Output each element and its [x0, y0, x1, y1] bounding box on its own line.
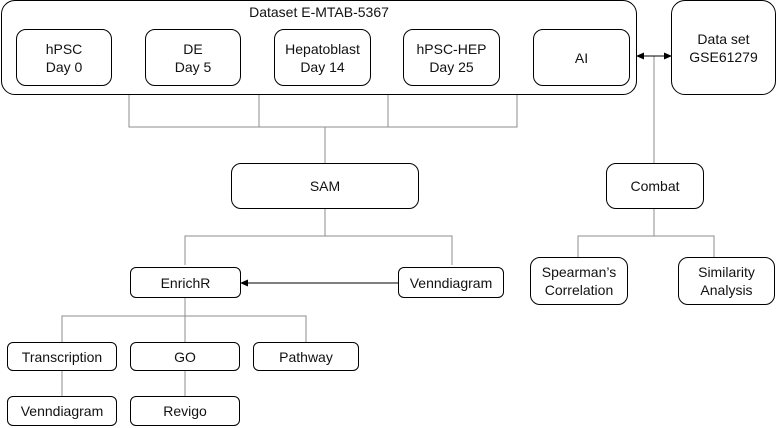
go-box: GO	[130, 342, 240, 371]
stage-ai-box: AI	[533, 29, 630, 86]
stage-hepatoblast-box: Hepatoblast Day 14	[274, 29, 371, 86]
stage-hpsc-hep-box: hPSC-HEP Day 25	[403, 29, 500, 86]
stage-de-box: DE Day 5	[145, 29, 241, 86]
transcription-box: Transcription	[7, 342, 117, 371]
enrichr-box: EnrichR	[130, 267, 241, 298]
stage-to-sam-connector	[128, 66, 518, 128]
sam-box: SAM	[231, 163, 419, 209]
dataset-group-title: Dataset E-MTAB-5367	[249, 4, 389, 20]
sam-split-connector	[184, 209, 453, 265]
combat-split-connector	[577, 209, 715, 257]
stage-hpsc-box: hPSC Day 0	[16, 29, 112, 86]
external-dataset-box: Data set GSE61279	[671, 0, 776, 95]
revigo-box: Revigo	[130, 396, 240, 426]
similarity-analysis-box: Similarity Analysis	[678, 257, 775, 305]
spearman-correlation-box: Spearman’s Correlation	[530, 257, 628, 305]
venndiagram-top-box: Venndiagram	[398, 267, 504, 298]
enrichr-split-connector	[61, 298, 307, 342]
venndiagram-bottom-box: Venndiagram	[7, 396, 117, 426]
pathway-box: Pathway	[253, 342, 359, 371]
combat-box: Combat	[606, 163, 704, 209]
